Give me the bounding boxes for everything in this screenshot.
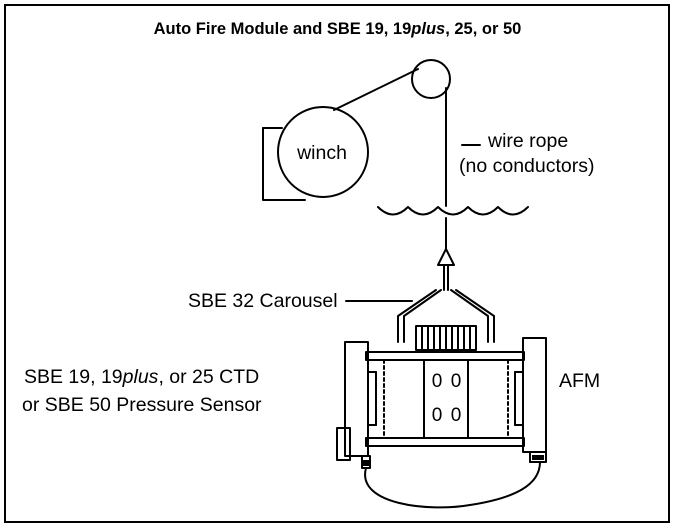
afm-connector-fill	[532, 455, 544, 460]
water-surface	[377, 206, 529, 216]
figure-frame	[4, 4, 670, 523]
ctd-label-start: SBE 19, 19	[24, 366, 123, 388]
frame-top-bar	[365, 351, 525, 361]
bottle-label: 0	[432, 405, 443, 426]
winch-wire	[333, 68, 419, 111]
title-text-italic: plus	[411, 20, 446, 38]
pulley	[411, 59, 451, 99]
bridle-right-inner	[450, 289, 489, 343]
afm-label: AFM	[559, 370, 601, 392]
ctd-label-italic: plus	[122, 366, 159, 388]
carousel-bottle-lines	[421, 325, 471, 351]
ctd-pump	[336, 427, 351, 461]
attachment-point	[437, 248, 455, 266]
ctd-label-line1: SBE 19, 19plus, or 25 CTD	[24, 366, 259, 388]
bottle-label: 0	[451, 371, 462, 392]
ctd-connector-fill	[363, 460, 369, 466]
title-text-start: Auto Fire Module and SBE 19, 19	[153, 20, 412, 38]
bridle-right-outer	[455, 289, 495, 343]
ctd-housing	[344, 341, 369, 457]
winch-label: winch	[296, 142, 347, 164]
carousel-body	[423, 359, 469, 439]
figure-title: Auto Fire Module and SBE 19, 19plus, 25,…	[0, 20, 675, 39]
afm-connector	[529, 451, 547, 463]
ctd-label-line2: or SBE 50 Pressure Sensor	[22, 394, 262, 416]
bridle-left-inner	[403, 289, 442, 343]
ctd-label-end: , or 25 CTD	[158, 366, 260, 388]
wire-rope-sublabel: (no conductors)	[459, 155, 595, 177]
bottle-label: 0	[432, 371, 443, 392]
carousel-label: SBE 32 Carousel	[188, 290, 338, 312]
bridle-left-outer	[397, 289, 437, 343]
afm-housing	[522, 337, 547, 453]
title-text-end: , 25, or 50	[445, 20, 522, 38]
frame-bottom-bar	[365, 437, 525, 447]
interconnect-cable	[364, 461, 541, 509]
bottle-label: 0	[451, 405, 462, 426]
winch-base	[262, 139, 306, 201]
winch-drum	[277, 106, 369, 198]
wire-rope-label: wire rope	[488, 130, 569, 152]
